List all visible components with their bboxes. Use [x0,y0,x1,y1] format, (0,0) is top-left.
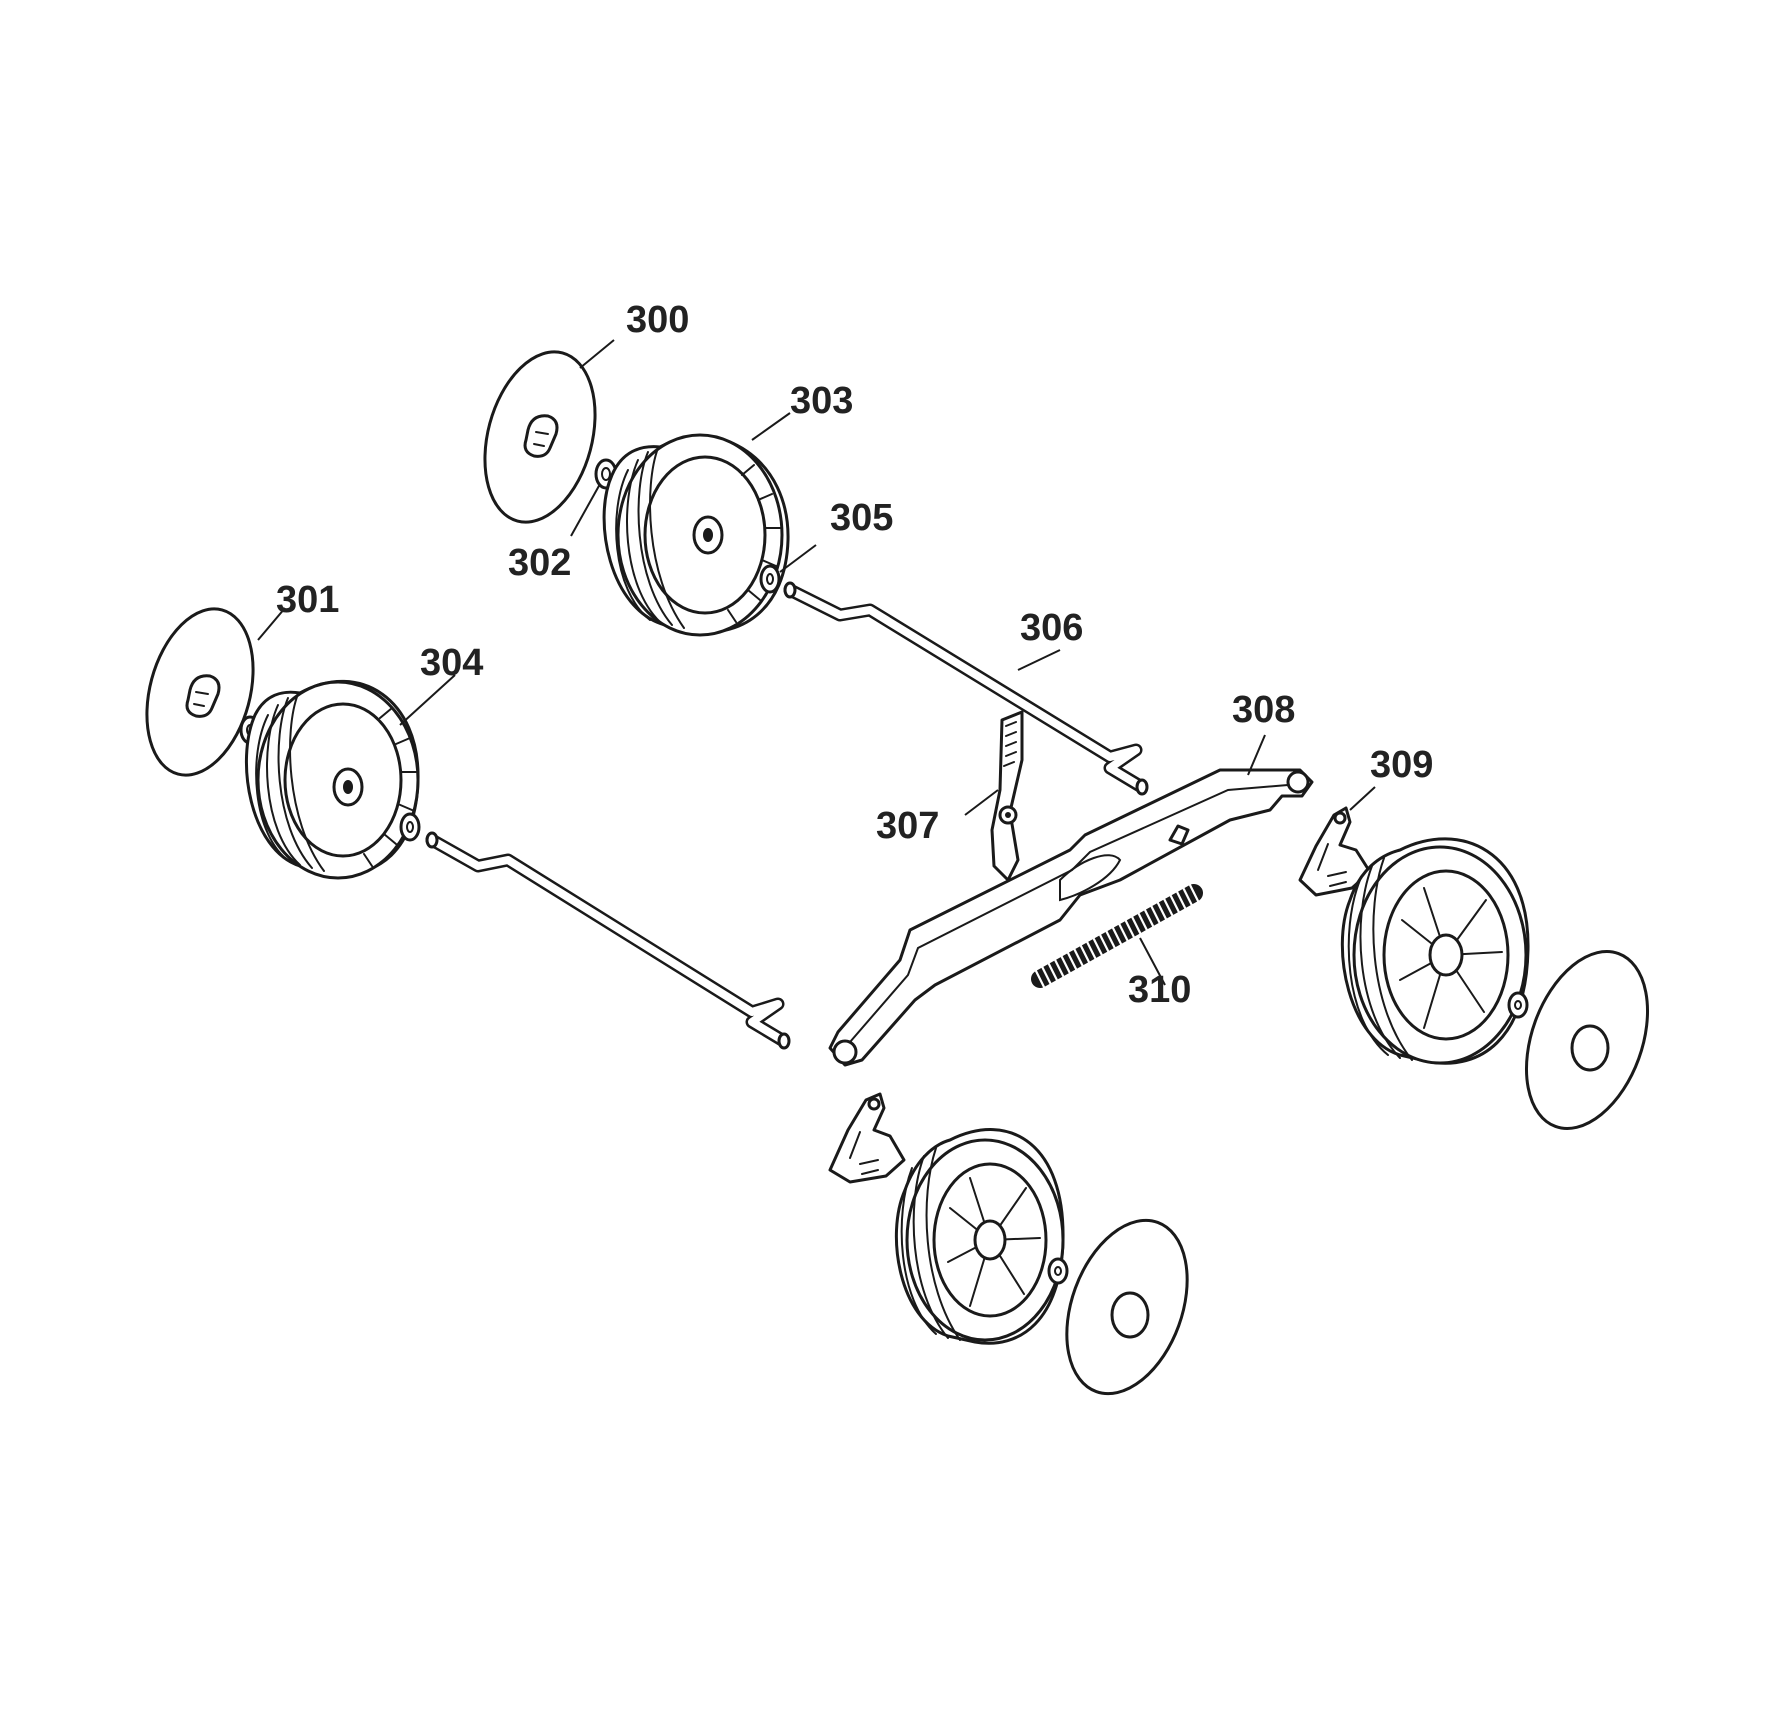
spring-310 [1031,883,1203,989]
wheel-303 [602,433,790,637]
front-wheel-upper [1340,837,1530,1065]
bracket-309 [1298,806,1372,897]
axle-lower [425,831,791,1050]
callout-305: 305 [830,497,893,539]
callout-301: 301 [276,579,339,621]
callout-300: 300 [626,299,689,341]
callout-309: 309 [1370,744,1433,786]
washer-305 [759,564,781,594]
callout-306: 306 [1020,607,1083,649]
hub-cap-front-lower [1065,1218,1189,1396]
hub-cap-301 [145,607,255,777]
washer-304-side [399,812,421,842]
lever-307 [990,710,1024,882]
bracket-lower [828,1092,906,1184]
callouts: 300 301 302 303 304 305 306 307 308 309 … [276,299,1433,1011]
spokes-upper [1399,887,1503,1029]
callout-310: 310 [1128,969,1191,1011]
axle-306 [783,581,1149,796]
spokes-lower [947,1177,1041,1307]
callout-302: 302 [508,542,571,584]
washer-front-upper [1507,991,1529,1019]
frame-308 [828,768,1314,1067]
callout-304: 304 [420,642,483,684]
hub-cap-front-upper [1524,950,1650,1130]
wheel-304 [244,680,420,880]
front-wheel-lower [894,1128,1065,1345]
washer-front-lower [1047,1257,1069,1285]
callout-308: 308 [1232,689,1295,731]
hub-cap-300 [483,350,597,524]
leader-lines [257,339,1376,986]
callout-303: 303 [790,380,853,422]
callout-307: 307 [876,805,939,847]
